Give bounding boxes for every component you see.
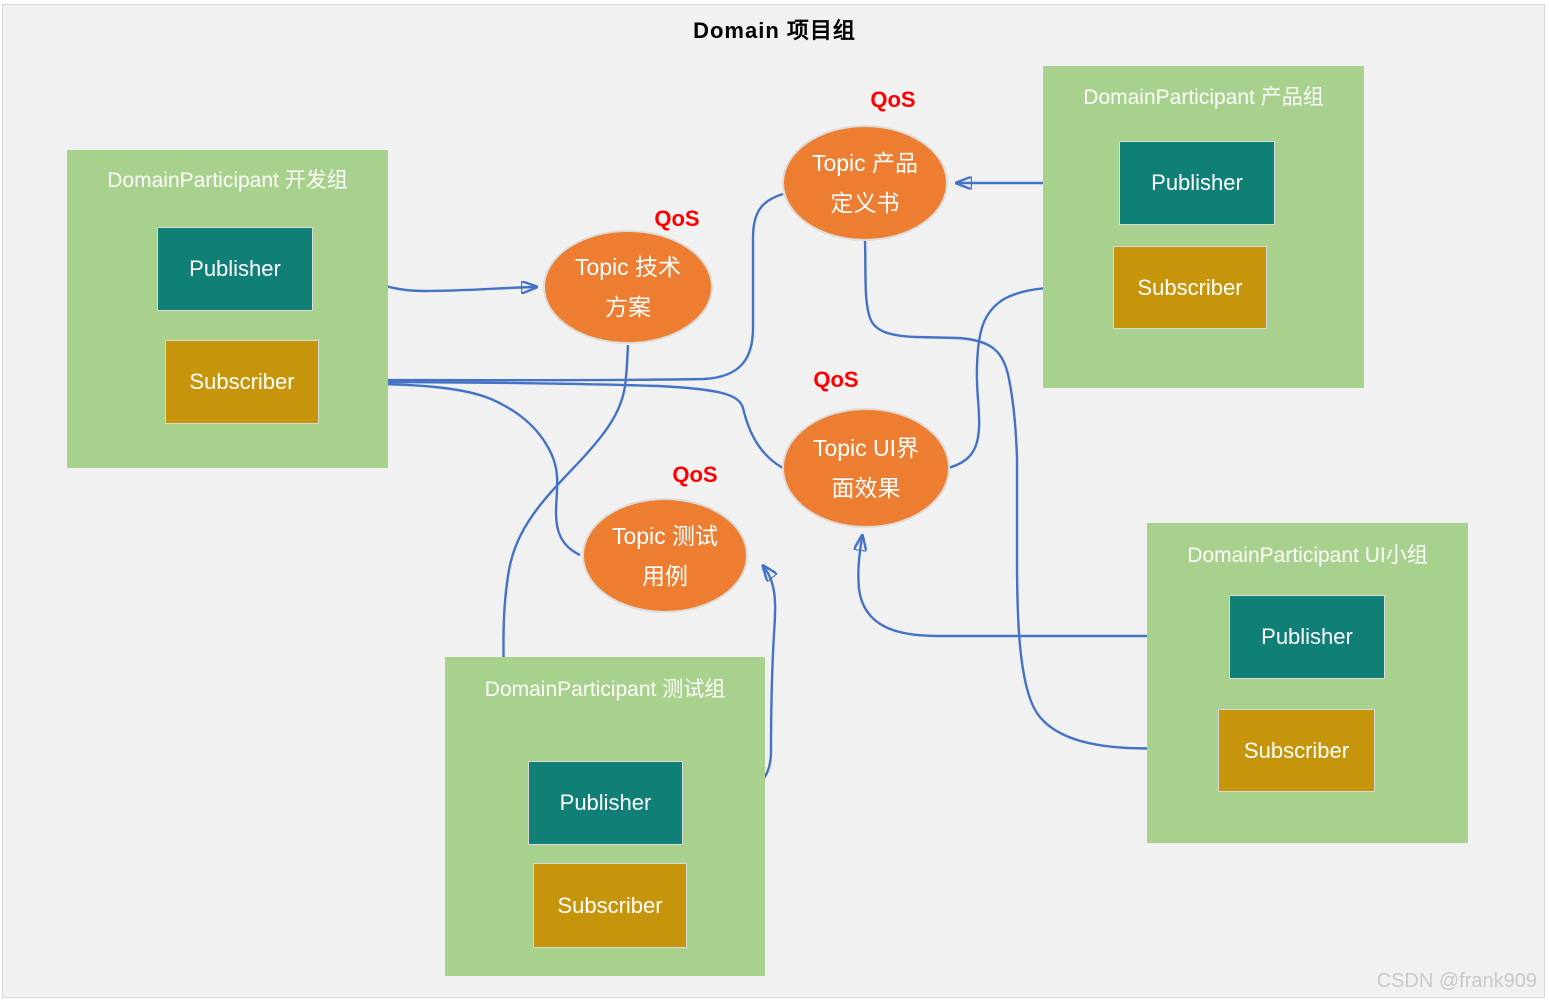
test-publisher-box: Publisher (528, 761, 683, 845)
watermark: CSDN @frank909 (1376, 970, 1537, 992)
participant-test-title: DomainParticipant 测试组 (484, 678, 726, 701)
product-subscriber-label: Subscriber (1137, 274, 1243, 300)
ui-subscriber-box: Subscriber (1218, 709, 1375, 792)
topic-testcase-ellipse: Topic 测试 用例 (582, 498, 748, 613)
participant-ui-title: DomainParticipant UI小组 (1187, 544, 1428, 567)
topic-productdoc-line1: Topic 产品 (811, 150, 919, 176)
topic-uieffect-line1: Topic UI界 (812, 435, 920, 461)
ui-publisher-label: Publisher (1261, 624, 1353, 649)
dev-subscriber-label: Subscriber (189, 369, 295, 394)
dev-publisher-label: Publisher (189, 256, 281, 281)
topic-uieffect-ellipse: Topic UI界 面效果 (782, 408, 950, 528)
participant-product-title: DomainParticipant 产品组 (1083, 86, 1324, 109)
test-subscriber-box: Subscriber (533, 863, 687, 948)
product-publisher-box: Publisher (1119, 141, 1275, 225)
product-publisher-label: Publisher (1151, 170, 1243, 195)
dev-publisher-box: Publisher (157, 227, 313, 311)
ui-subscriber-label: Subscriber (1243, 737, 1350, 763)
qos-label-productdoc: QoS (870, 87, 916, 112)
test-subscriber-label: Subscriber (557, 892, 663, 918)
topic-uieffect-line2: 面效果 (831, 475, 901, 501)
topic-testcase-line2: 用例 (642, 562, 688, 589)
dev-subscriber-box: Subscriber (165, 340, 319, 424)
diagram-title: Domain 项目组 (693, 18, 856, 43)
qos-label-uieffect: QoS (813, 367, 859, 392)
ui-publisher-box: Publisher (1229, 595, 1385, 679)
topic-tech-ellipse: Topic 技术 方案 (543, 230, 713, 344)
topic-testcase-line1: Topic 测试 (611, 522, 719, 549)
test-publisher-label: Publisher (559, 790, 652, 815)
topic-productdoc-line2: 定义书 (830, 190, 900, 216)
qos-label-tech: QoS (654, 206, 700, 231)
product-subscriber-box: Subscriber (1113, 246, 1267, 329)
participant-ui-group: DomainParticipant UI小组 (1147, 523, 1468, 843)
topic-tech-line1: Topic 技术 (574, 254, 682, 280)
topic-productdoc-ellipse: Topic 产品 定义书 (782, 125, 948, 241)
topic-tech-line2: 方案 (605, 294, 651, 320)
participant-dev-title: DomainParticipant 开发组 (107, 169, 348, 192)
qos-label-testcase: QoS (672, 462, 718, 487)
participant-product-group: DomainParticipant 产品组 (1043, 66, 1364, 388)
